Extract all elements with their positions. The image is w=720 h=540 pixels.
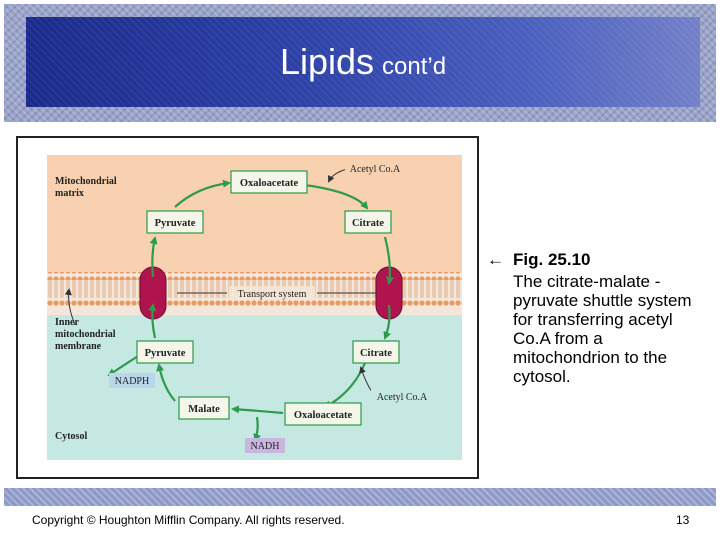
svg-text:Transport system: Transport system (238, 289, 307, 300)
title-main: Lipids (279, 41, 374, 82)
node-pyruvate-matrix: Pyruvate (146, 210, 204, 234)
svg-text:NADH: NADH (251, 441, 280, 452)
node-citrate-matrix: Citrate (344, 210, 392, 234)
page-number: 13 (676, 513, 690, 527)
svg-text:Pyruvate: Pyruvate (145, 348, 186, 359)
svg-text:Oxaloacetate: Oxaloacetate (240, 178, 299, 189)
svg-text:Acetyl Co.A: Acetyl Co.A (350, 164, 401, 175)
svg-text:Citrate: Citrate (352, 218, 384, 229)
title-banner: Lipids cont’d (4, 4, 716, 122)
label-transport-system: Transport system (229, 286, 315, 300)
svg-text:Citrate: Citrate (360, 348, 392, 359)
svg-text:Malate: Malate (188, 404, 220, 415)
node-oxaloacetate-cytosol: Oxaloacetate (284, 402, 362, 426)
title-panel: Lipids cont’d (26, 17, 700, 107)
svg-text:Acetyl Co.A: Acetyl Co.A (377, 392, 428, 403)
svg-text:Oxaloacetate: Oxaloacetate (294, 410, 353, 421)
shuttle-diagram: Oxaloacetate Pyruvate Citrate Pyruvate C… (47, 155, 462, 460)
label-acetyl-coa-cytosol: Acetyl Co.A (371, 389, 433, 404)
node-oxaloacetate-matrix: Oxaloacetate (230, 170, 308, 194)
copyright-notice: Copyright © Houghton Mifflin Company. Al… (32, 513, 345, 527)
label-nadh: NADH (245, 438, 285, 453)
caption-arrow-icon: ← (487, 250, 504, 269)
figure-label: Fig. 25.10 (513, 250, 591, 269)
footer-bar (4, 488, 716, 506)
node-malate-cytosol: Malate (178, 396, 230, 420)
caption-text: The citrate-malate -pyruvate shuttle sys… (513, 272, 692, 386)
node-pyruvate-cytosol: Pyruvate (136, 340, 194, 364)
label-nadph: NADPH (109, 373, 155, 388)
title-suffix: cont’d (382, 53, 447, 80)
svg-text:Pyruvate: Pyruvate (155, 218, 196, 229)
label-cytosol: Cytosol (55, 431, 87, 442)
svg-text:NADPH: NADPH (115, 376, 149, 387)
annotation-arrows (64, 168, 377, 393)
label-acetyl-coa-matrix: Acetyl Co.A (345, 161, 405, 176)
slide-title: Lipids cont’d (280, 41, 446, 83)
node-citrate-cytosol: Citrate (352, 340, 400, 364)
